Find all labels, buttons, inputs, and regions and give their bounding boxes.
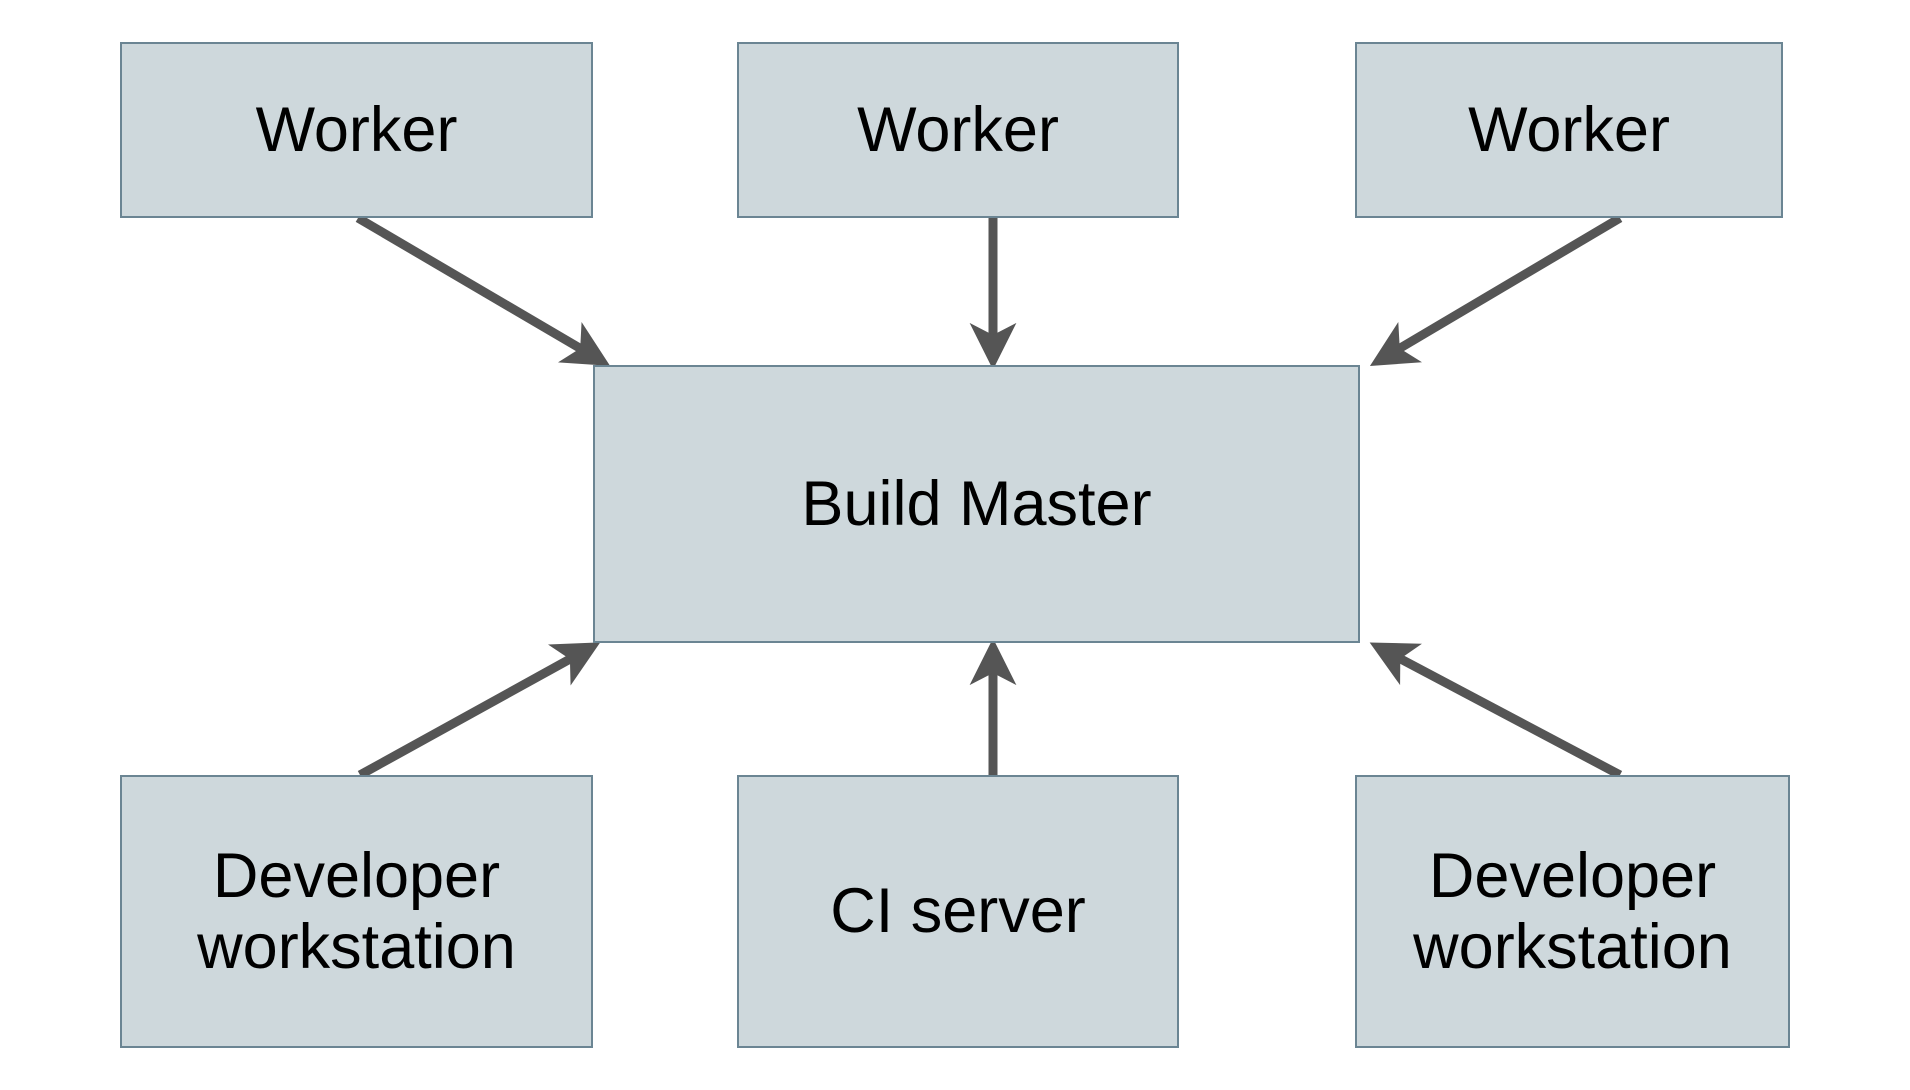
node-developer-workstation-left[interactable]: Developer workstation bbox=[120, 775, 593, 1048]
edge-worker-3-to-build-master bbox=[1369, 214, 1623, 366]
node-worker-1-label: Worker bbox=[255, 94, 458, 165]
node-worker-1[interactable]: Worker bbox=[120, 42, 593, 218]
node-worker-2-label: Worker bbox=[857, 94, 1059, 165]
node-ci-server-label: CI server bbox=[830, 876, 1086, 947]
edge-dev-workstation-2-to-build-master bbox=[1369, 642, 1623, 779]
node-worker-2[interactable]: Worker bbox=[737, 42, 1179, 218]
node-ci-server[interactable]: CI server bbox=[737, 775, 1179, 1048]
edge-dev-workstation-1-to-build-master bbox=[357, 642, 601, 779]
node-build-master[interactable]: Build Master bbox=[593, 365, 1360, 643]
node-worker-3-label: Worker bbox=[1468, 94, 1670, 165]
edge-worker-1-to-build-master bbox=[355, 214, 611, 366]
node-build-master-label: Build Master bbox=[801, 468, 1152, 539]
node-developer-workstation-right[interactable]: Developer workstation bbox=[1355, 775, 1790, 1048]
node-developer-workstation-left-label: Developer workstation bbox=[197, 840, 516, 982]
node-worker-3[interactable]: Worker bbox=[1355, 42, 1783, 218]
node-developer-workstation-right-label: Developer workstation bbox=[1413, 840, 1732, 982]
